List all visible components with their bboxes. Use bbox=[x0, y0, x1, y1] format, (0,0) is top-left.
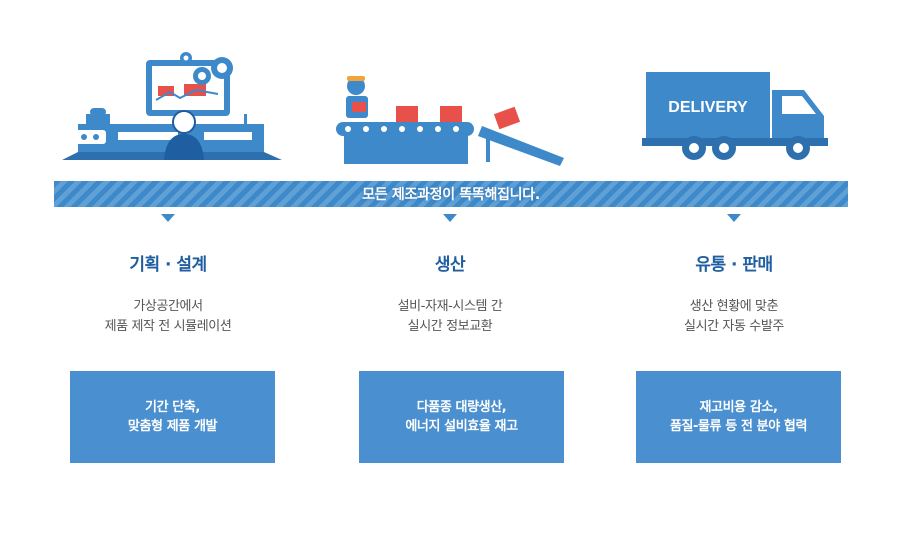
stage-design: 기획 · 설계 가상공간에서 제품 제작 전 시뮬레이션 bbox=[38, 250, 298, 337]
stage-title: 유통 · 판매 bbox=[695, 255, 773, 275]
stage-distribution: 유통 · 판매 생산 현황에 맞춘 실시간 자동 수발주 bbox=[604, 250, 864, 337]
wheel-icon bbox=[682, 136, 810, 160]
red-box-icon bbox=[493, 106, 521, 130]
stage-description: 생산 현황에 맞춘 실시간 자동 수발주 bbox=[684, 299, 784, 334]
gear-icon bbox=[180, 52, 233, 85]
benefit-box-design: 기간 단축, 맞춤형 제품 개발 bbox=[70, 371, 275, 463]
stage-production: 생산 설비-자재-시스템 간 실시간 정보교환 bbox=[320, 250, 580, 337]
stage-description: 설비-자재-시스템 간 실시간 정보교환 bbox=[397, 299, 503, 334]
delivery-truck-illustration: DELIVERY bbox=[642, 72, 828, 160]
process-banner: 모든 제조과정이 똑똑해집니다. bbox=[54, 181, 848, 207]
production-illustration bbox=[336, 76, 564, 166]
stage-title: 생산 bbox=[434, 255, 466, 275]
banner-text: 모든 제조과정이 똑똑해집니다. bbox=[362, 187, 540, 203]
conveyor-belt-icon bbox=[336, 122, 564, 166]
red-box-icon bbox=[396, 106, 418, 122]
down-arrow-icon bbox=[443, 214, 457, 222]
engineer-icon bbox=[164, 110, 204, 160]
red-box-icon bbox=[440, 106, 462, 122]
truck-cargo-icon bbox=[646, 72, 770, 138]
stage-title: 기획 · 설계 bbox=[129, 255, 207, 275]
worker-icon bbox=[346, 76, 368, 118]
down-arrow-icon bbox=[161, 214, 175, 222]
stage-description: 가상공간에서 제품 제작 전 시뮬레이션 bbox=[104, 299, 232, 334]
down-arrow-icon bbox=[727, 214, 741, 222]
truck-label: DELIVERY bbox=[668, 99, 748, 116]
design-planning-illustration bbox=[62, 52, 282, 160]
benefit-box-distribution: 재고비용 감소, 품질-물류 등 전 분야 협력 bbox=[636, 371, 841, 463]
benefit-box-production: 다품종 대량생산, 에너지 설비효율 재고 bbox=[359, 371, 564, 463]
